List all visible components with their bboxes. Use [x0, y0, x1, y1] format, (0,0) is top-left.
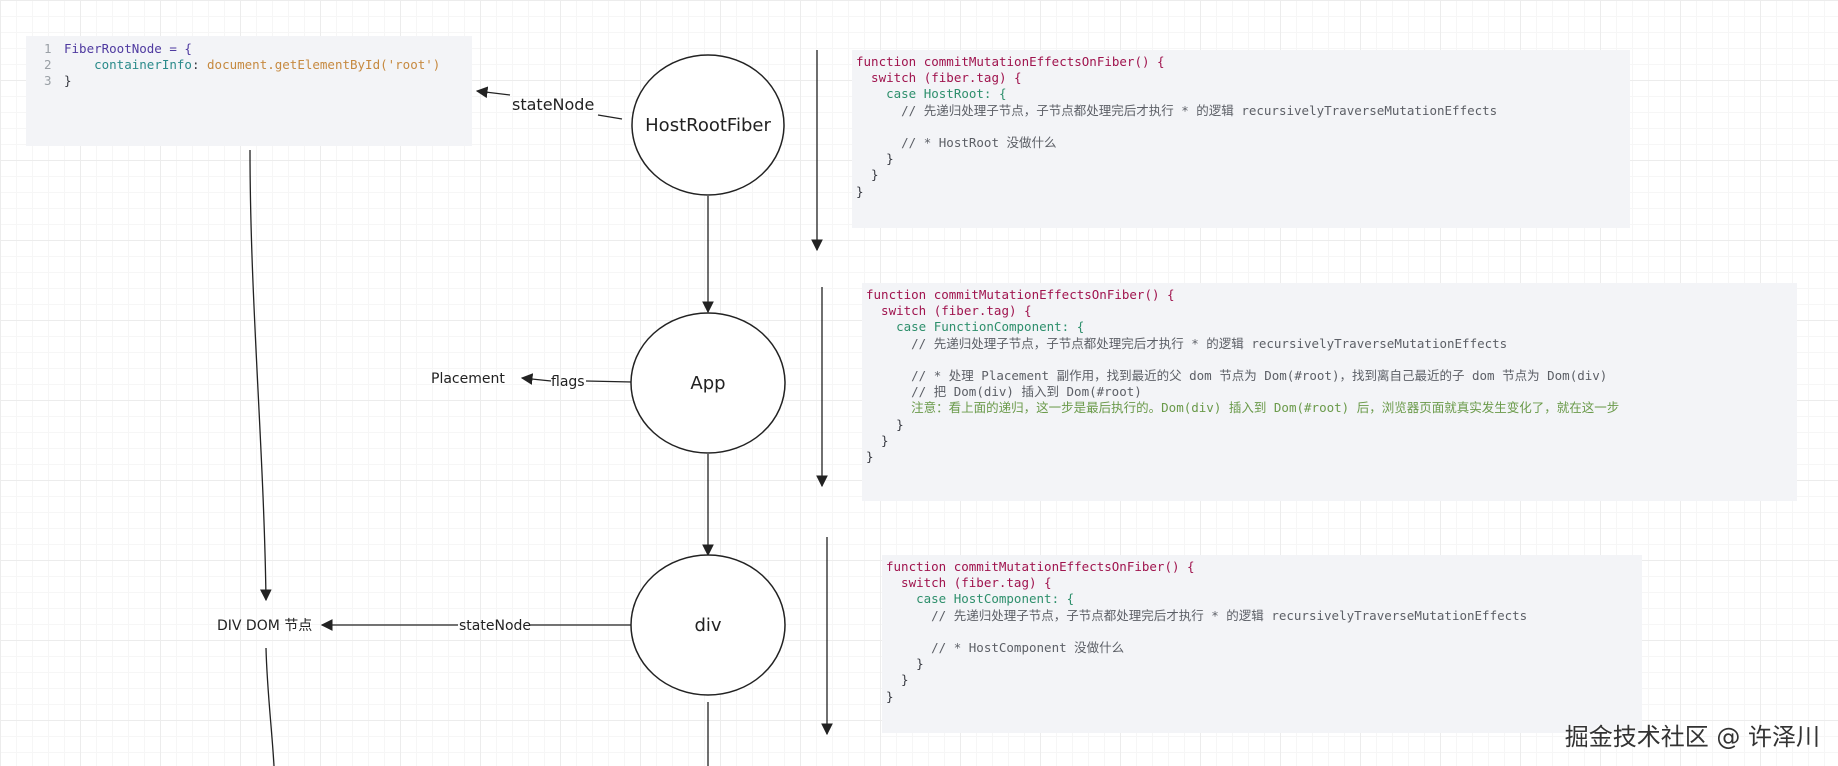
div-label: div — [694, 615, 721, 636]
code-line: switch (fiber.tag) { — [856, 70, 1022, 86]
code-block-function-component: function commitMutationEffectsOnFiber() … — [862, 283, 1797, 501]
code-line — [866, 352, 1797, 368]
code-line: } — [886, 688, 894, 704]
code-line: switch (fiber.tag) { — [866, 303, 1032, 319]
code-line: // 把 Dom(div) 插入到 Dom(#root) — [866, 384, 1142, 400]
code-line — [856, 119, 1630, 135]
code-line: } — [866, 449, 874, 465]
code-line: // 先递归处理子节点，子节点都处理完后才执行 * 的逻辑 recursivel… — [886, 607, 1528, 623]
statenode-edge-top-arrow — [475, 86, 511, 99]
containerinfo-to-div-dom-edge — [249, 149, 272, 602]
code-line: 2 containerInfo: document.getElementById… — [44, 57, 441, 73]
code-line: // 先递归处理子节点，子节点都处理完后才执行 * 的逻辑 recursivel… — [866, 335, 1508, 351]
host-root-fiber-label: HostRootFiber — [645, 115, 771, 136]
code-line: // 先递归处理子节点，子节点都处理完后才执行 * 的逻辑 recursivel… — [856, 102, 1498, 118]
code-line: } — [886, 656, 924, 672]
code-value: document.getElementById('root') — [207, 57, 441, 73]
statenode-edge-top-line — [597, 114, 623, 120]
code-line: } — [886, 672, 909, 688]
host-root-fiber-node — [631, 54, 785, 196]
code-block-host-component: function commitMutationEffectsOnFiber() … — [882, 555, 1642, 733]
code-key: containerInfo — [94, 57, 192, 73]
code-line: case HostComponent: { — [886, 591, 1075, 607]
code-line: 3} — [44, 73, 472, 89]
line-number: 3 — [44, 73, 52, 89]
code-line: case FunctionComponent: { — [866, 319, 1085, 335]
code-line: } — [866, 416, 904, 432]
line-number: 2 — [44, 57, 52, 73]
code-line: 1 FiberRootNode = { — [44, 41, 472, 57]
flags-label: flags — [551, 374, 585, 390]
code-text: FiberRootNode = { — [64, 41, 192, 56]
app-label: App — [690, 373, 725, 394]
fiber-root-node-code: 1 FiberRootNode = { 2 containerInfo: docu… — [26, 36, 472, 146]
code-line: function commitMutationEffectsOnFiber() … — [866, 287, 1175, 302]
placement-label: Placement — [431, 371, 505, 387]
code-line — [886, 624, 1642, 640]
app-node — [630, 312, 786, 454]
code-line: // * HostComponent 没做什么 — [886, 640, 1125, 656]
statenode-label-div: stateNode — [459, 618, 531, 634]
div-node — [630, 554, 786, 696]
code-line: } — [866, 432, 889, 448]
watermark: 掘金技术社区 @ 许泽川 — [1564, 723, 1820, 751]
code-line: } — [856, 183, 864, 199]
code-line: // * 处理 Placement 副作用，找到最近的父 dom 节点为 Dom… — [866, 368, 1608, 384]
line-number: 1 — [44, 41, 52, 56]
code-line: case HostRoot: { — [856, 86, 1007, 102]
code-line: // * HostRoot 没做什么 — [856, 135, 1057, 151]
flags-edge-line — [585, 380, 633, 383]
code-line: } — [856, 167, 879, 183]
code-line: function commitMutationEffectsOnFiber() … — [856, 54, 1165, 69]
code-text: } — [64, 73, 72, 89]
code-line: 注意：看上面的递归，这一步是最后执行的。Dom(div) 插入到 Dom(#ro… — [866, 400, 1620, 416]
statenode-label-top: stateNode — [512, 95, 594, 114]
code-block-host-root: function commitMutationEffectsOnFiber() … — [852, 50, 1630, 228]
flags-edge-arrow — [520, 373, 552, 385]
div-dom-lower-edge — [265, 647, 275, 766]
div-dom-label: DIV DOM 节点 — [217, 618, 312, 634]
code-line: } — [856, 151, 894, 167]
code-line: function commitMutationEffectsOnFiber() … — [886, 559, 1195, 574]
code-line: switch (fiber.tag) { — [886, 575, 1052, 591]
